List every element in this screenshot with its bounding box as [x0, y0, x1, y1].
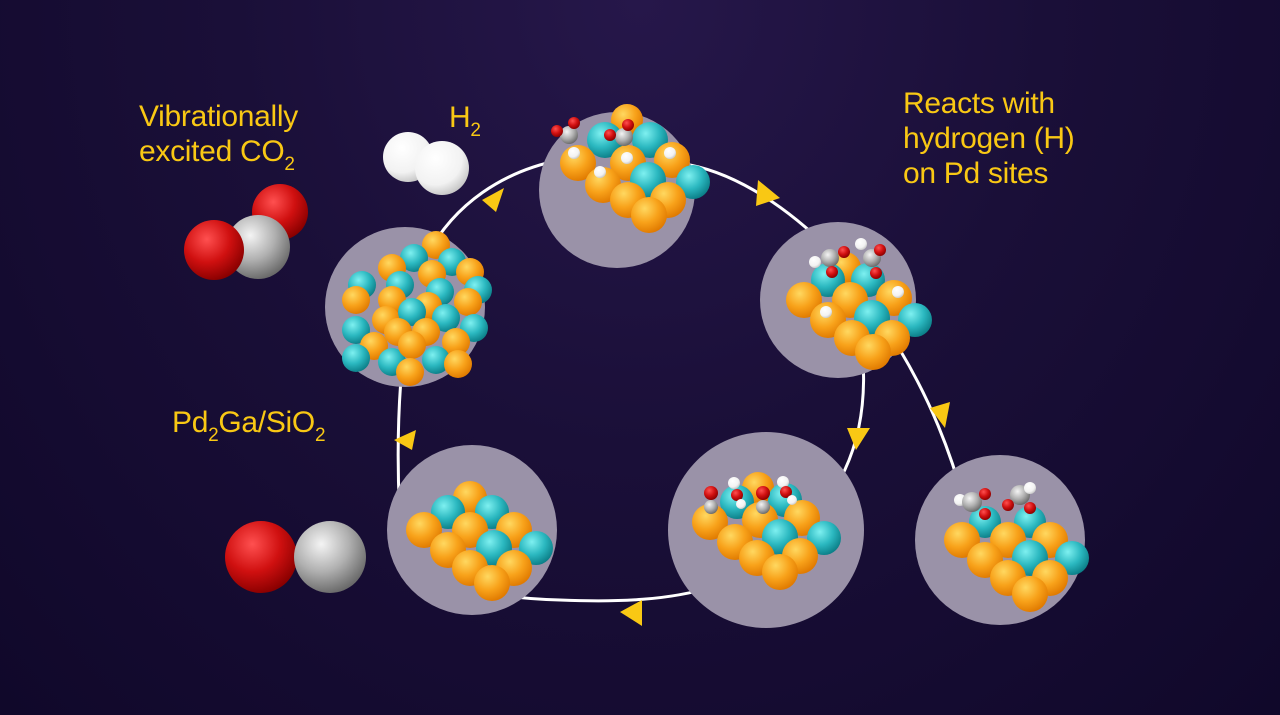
arrow-icon	[394, 430, 416, 450]
catalyst-label: Pd2Ga/SiO2	[172, 406, 326, 446]
arrow-icon	[756, 180, 780, 206]
co2-molecule	[184, 184, 308, 280]
co2-adsorbed-surface	[551, 104, 710, 233]
arrow-icon	[930, 402, 950, 428]
formate-branch-surface	[944, 482, 1089, 612]
h2-label: H2	[449, 101, 481, 141]
h2-molecule	[383, 132, 469, 195]
water-formation-surface	[692, 472, 841, 590]
arrow-icon	[620, 600, 642, 626]
clean-surface	[406, 481, 553, 601]
reacts-hydrogen-surface	[786, 238, 932, 370]
catalyst-bulk-cluster	[342, 231, 492, 386]
direction-arrows	[394, 180, 950, 626]
co2-label: Vibrationally excited CO2	[139, 100, 298, 175]
reacts-label: Reacts with hydrogen (H) on Pd sites	[903, 87, 1075, 190]
arrow-icon	[482, 188, 504, 212]
co-molecule	[225, 521, 366, 593]
arrow-icon	[847, 428, 870, 450]
